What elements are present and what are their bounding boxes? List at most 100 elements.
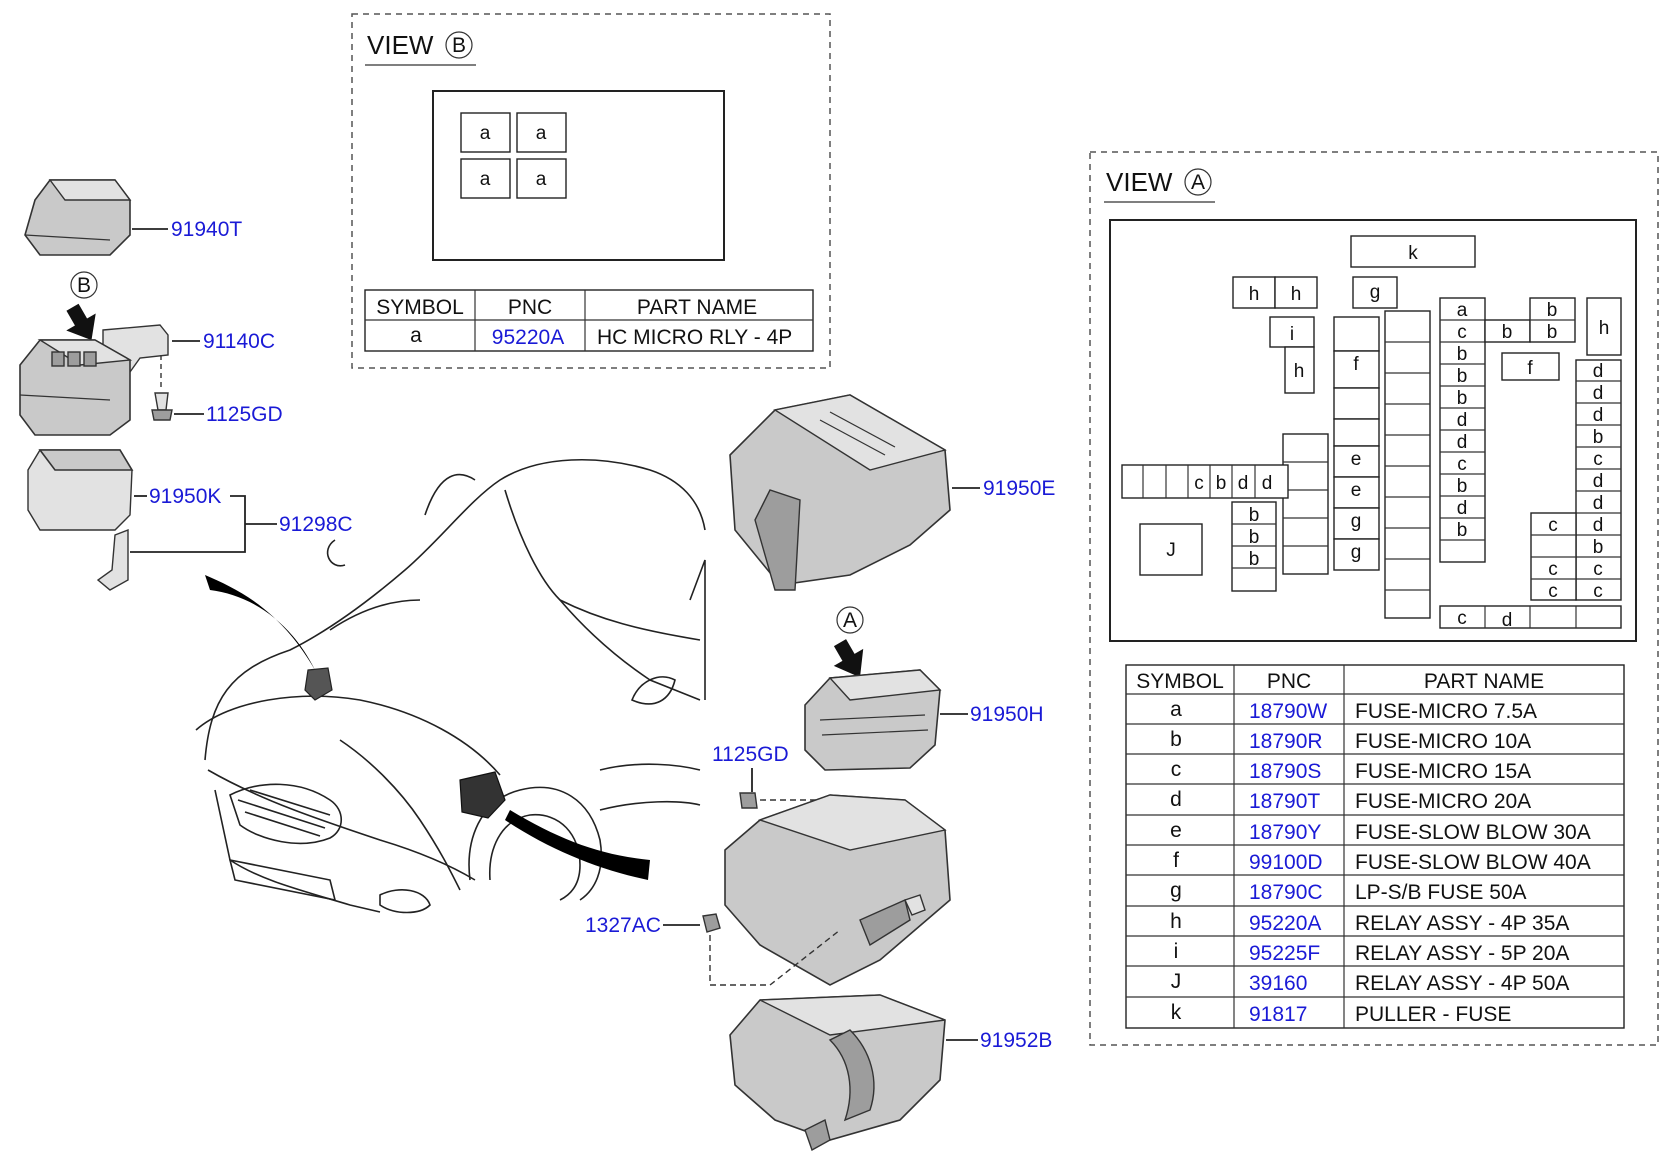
table-row-part-name: LP-S/B FUSE 50A [1355, 881, 1527, 904]
table-row-symbol: c [1171, 758, 1182, 781]
fuse-b: b [1249, 527, 1260, 548]
fuse-d: d [1593, 471, 1604, 492]
fuse-d: d [1502, 610, 1513, 631]
part-label-1125gd[interactable]: 1125GD [206, 403, 283, 426]
view-b-row-symbol: a [410, 324, 422, 347]
view-b-cell-3 [460, 158, 511, 199]
fuse-h: h [1599, 318, 1610, 339]
part-label-91950k[interactable]: 91950K [149, 485, 221, 508]
table-row-pnc[interactable]: 39160 [1249, 972, 1307, 995]
table-row-part-name: FUSE-SLOW BLOW 40A [1355, 851, 1591, 874]
fuse-e: e [1351, 449, 1362, 470]
fuse-d: d [1593, 493, 1604, 514]
table-row-pnc[interactable]: 95225F [1249, 942, 1320, 965]
component-91940t: 91940T [24, 179, 242, 256]
fuse-b: b [1457, 520, 1468, 541]
component-fuse-box-body [724, 794, 951, 986]
table-row-symbol: e [1170, 819, 1182, 842]
table-row-pnc[interactable]: 18790R [1249, 730, 1323, 753]
down-arrow-icon [833, 639, 864, 678]
fuse-c: c [1457, 608, 1467, 629]
part-label-91952b[interactable]: 91952B [980, 1029, 1052, 1052]
view-b-row-part-name: HC MICRO RLY - 4P [597, 326, 792, 349]
fuse-box-on-vehicle-icon [459, 771, 506, 819]
fuse-b: b [1547, 322, 1558, 343]
view-a-fuse-layout: k h h g i h f e e g [1121, 235, 1622, 631]
view-a-header-symbol: SYMBOL [1136, 670, 1224, 693]
table-row-part-name: RELAY ASSY - 5P 20A [1355, 942, 1569, 965]
fuse-c: c [1548, 581, 1558, 602]
fuse-d: d [1457, 432, 1468, 453]
fuse-c: c [1194, 473, 1204, 494]
table-row-part-name: RELAY ASSY - 4P 50A [1355, 972, 1569, 995]
clip-icon [96, 528, 129, 591]
view-b-cell-4 [516, 158, 567, 199]
fuse-c: c [1593, 581, 1603, 602]
view-b-cell-label: a [536, 169, 547, 190]
view-b-circle-label: B [452, 34, 466, 57]
view-b-cell-label: a [480, 169, 491, 190]
fuse-b: b [1457, 388, 1468, 409]
fuse-c: c [1548, 559, 1558, 580]
bolt-icon [154, 392, 169, 411]
table-row-part-name: FUSE-MICRO 15A [1355, 760, 1531, 783]
fuse-h: h [1291, 284, 1302, 305]
view-a-header-pnc: PNC [1267, 670, 1311, 693]
relay-i: i [1290, 324, 1294, 345]
view-b-row-pnc[interactable]: 95220A [492, 326, 564, 349]
table-row-pnc[interactable]: 95220A [1249, 912, 1321, 935]
fuse-c: c [1548, 515, 1558, 536]
part-label-91940t[interactable]: 91940T [171, 218, 242, 241]
fuse-d: d [1262, 473, 1273, 494]
table-row-pnc[interactable]: 18790W [1249, 700, 1327, 723]
table-row-pnc[interactable]: 18790C [1249, 881, 1323, 904]
view-a-header-part-name: PART NAME [1424, 670, 1544, 693]
view-b-header-pnc: PNC [508, 296, 552, 319]
part-label-91950e[interactable]: 91950E [983, 477, 1055, 500]
table-row-symbol: d [1170, 788, 1182, 811]
view-a-marker-label: A [843, 609, 857, 632]
table-row-part-name: RELAY ASSY - 4P 35A [1355, 912, 1569, 935]
component-91952b: 91952B [729, 994, 1052, 1152]
marker-a: A [833, 606, 864, 678]
part-label-91950h[interactable]: 91950H [970, 703, 1044, 726]
fuse-f: f [1527, 358, 1533, 379]
table-row-pnc[interactable]: 18790T [1249, 790, 1320, 813]
table-row-symbol: f [1173, 849, 1179, 872]
table-row-part-name: FUSE-MICRO 10A [1355, 730, 1531, 753]
fuse-b: b [1593, 427, 1604, 448]
fuse-c: c [1593, 449, 1603, 470]
part-label-91140c[interactable]: 91140C [203, 330, 275, 353]
part-label-91298c[interactable]: 91298C [279, 513, 353, 536]
fuse-d: d [1593, 361, 1604, 382]
component-1327ac: 1327AC [585, 913, 841, 986]
part-label-1125gd[interactable]: 1125GD [712, 743, 789, 766]
fuse-h: h [1294, 361, 1305, 382]
fuse-d: d [1593, 515, 1604, 536]
relay-j: J [1166, 540, 1176, 561]
view-a-panel: VIEW A k h h g i h [1089, 151, 1659, 1046]
fuse-b: b [1457, 476, 1468, 497]
leader-swoosh-right [505, 810, 650, 880]
view-b-table: SYMBOL PNC PART NAME a 95220A HC MICRO R… [364, 289, 814, 352]
fuse-b: b [1547, 300, 1558, 321]
relay-box-on-vehicle-icon [304, 667, 333, 701]
component-91950h: 91950H [804, 669, 1044, 771]
table-row-pnc[interactable]: 18790S [1249, 760, 1321, 783]
view-b-cell-label: a [536, 123, 547, 144]
fuse-c: c [1457, 454, 1467, 475]
fuse-g: g [1370, 282, 1381, 303]
table-row-pnc[interactable]: 91817 [1249, 1003, 1307, 1026]
marker-b: B [66, 271, 98, 341]
component-relay-box-assembly [19, 339, 133, 436]
view-b-marker-label: B [77, 274, 91, 297]
fuse-g: g [1351, 542, 1362, 563]
view-b-circle [445, 31, 473, 59]
part-label-1327ac[interactable]: 1327AC [585, 914, 661, 937]
view-a-circle-label: A [1191, 171, 1205, 194]
table-row-pnc[interactable]: 99100D [1249, 851, 1323, 874]
component-1125gd-mid: 1125GD [712, 743, 840, 809]
table-row-part-name: PULLER - FUSE [1355, 1003, 1511, 1026]
table-row-pnc[interactable]: 18790Y [1249, 821, 1321, 844]
